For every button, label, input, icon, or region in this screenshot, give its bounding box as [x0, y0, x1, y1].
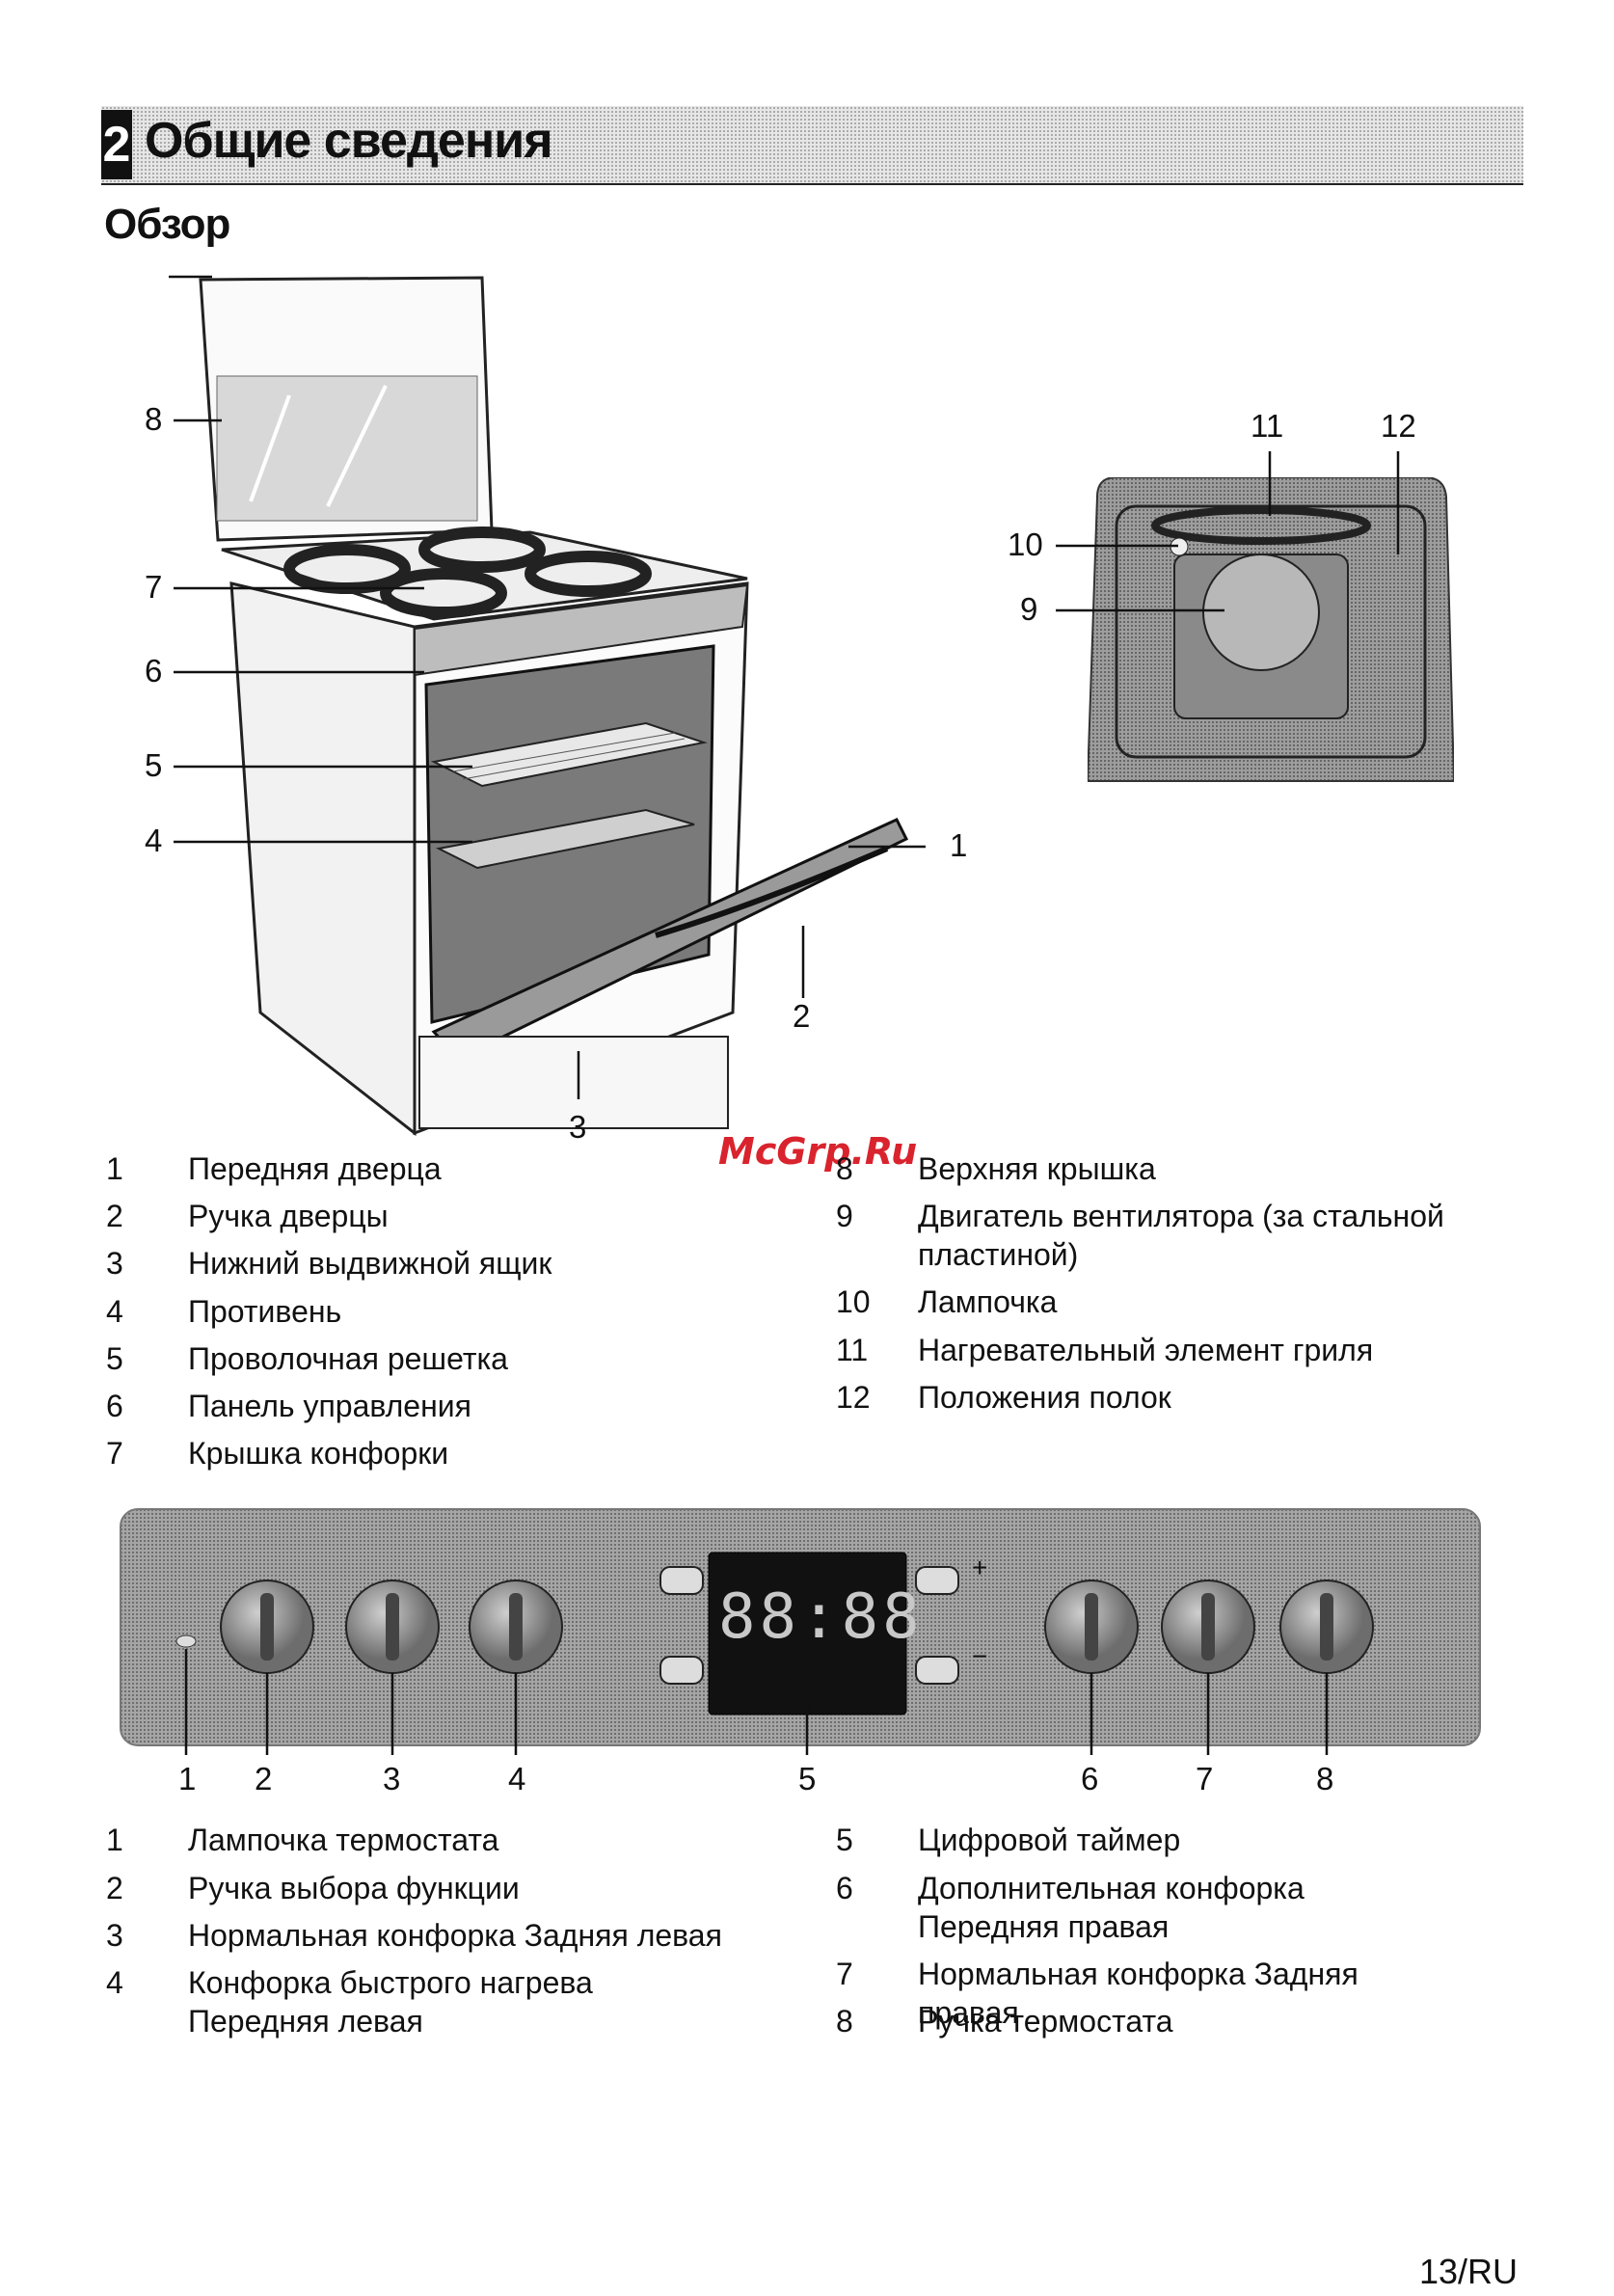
callout-9: 9: [1020, 591, 1038, 627]
timer-display: 88:88: [718, 1581, 924, 1653]
panel-callout-6: 6: [1081, 1761, 1099, 1796]
oven-illustration: [169, 275, 909, 1137]
callout-7: 7: [145, 569, 163, 605]
panel-callout-2: 2: [255, 1761, 273, 1796]
minus-symbol: −: [972, 1641, 988, 1671]
callout-5: 5: [145, 747, 163, 783]
callout-12: 12: [1381, 408, 1416, 444]
section-title: Обзор: [104, 201, 230, 248]
panel-callout-3: 3: [383, 1761, 401, 1796]
panel-callout-7: 7: [1196, 1761, 1214, 1796]
plus-symbol: +: [972, 1553, 988, 1582]
callout-8: 8: [145, 401, 163, 437]
callout-10: 10: [1008, 527, 1043, 562]
panel-callout-5: 5: [798, 1761, 817, 1796]
panel-callout-1: 1: [178, 1761, 197, 1796]
watermark: McGrp.Ru: [718, 1130, 918, 1173]
callout-11: 11: [1251, 408, 1284, 444]
callout-2: 2: [793, 998, 811, 1034]
callout-1: 1: [950, 827, 968, 863]
panel-callout-8: 8: [1316, 1761, 1334, 1796]
chapter-number: 2: [101, 110, 132, 179]
control-panel-image: [120, 1508, 1481, 1746]
callout-6: 6: [145, 653, 163, 689]
chapter-heading-bar: [101, 106, 1523, 185]
panel-callout-4: 4: [508, 1761, 526, 1796]
oven-interior-image: [1088, 477, 1454, 782]
chapter-title: Общие сведения: [145, 113, 553, 169]
callout-4: 4: [145, 823, 163, 858]
callout-3: 3: [569, 1109, 587, 1145]
page-number: 13/RU: [1418, 2252, 1518, 2291]
